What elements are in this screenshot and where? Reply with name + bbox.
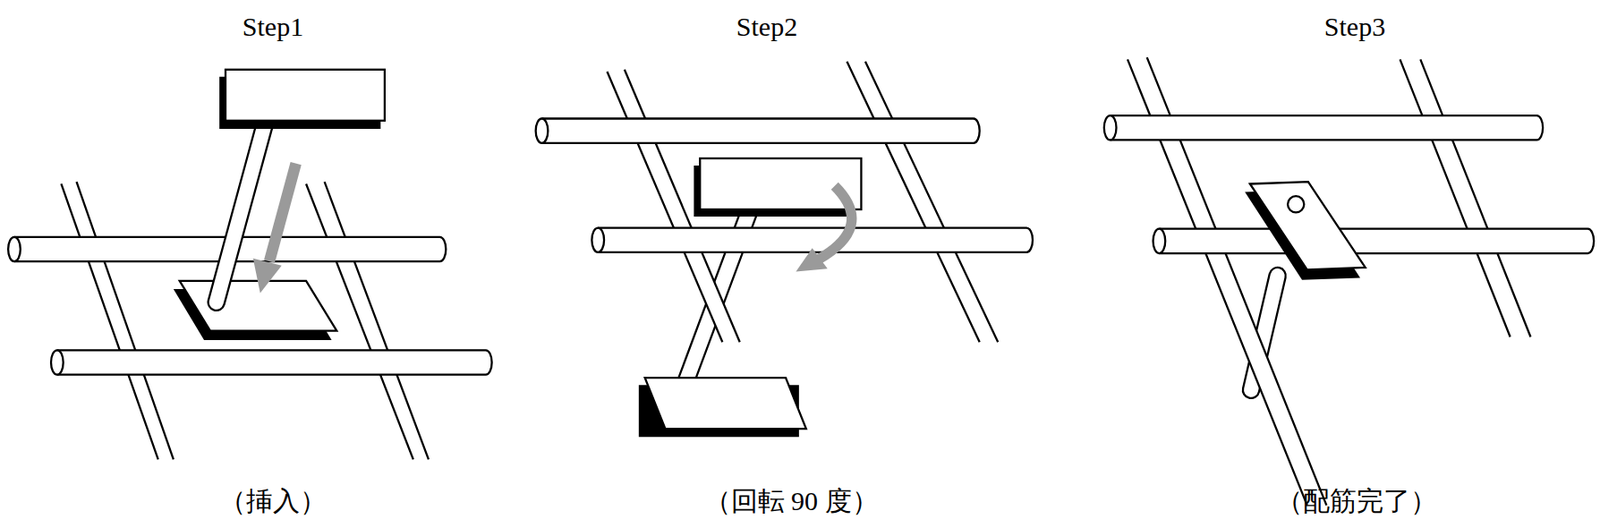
diagonal-bar bbox=[1400, 59, 1532, 337]
plate-hole bbox=[1287, 195, 1304, 213]
step-heading: Step1 bbox=[242, 10, 304, 43]
bar-edge bbox=[1400, 59, 1511, 337]
bar-end bbox=[8, 237, 21, 262]
bar-end bbox=[536, 119, 549, 144]
bar-end bbox=[51, 349, 64, 375]
step2-figure bbox=[536, 61, 1033, 438]
bar-edge bbox=[60, 183, 158, 460]
anchor-plate bbox=[645, 377, 807, 429]
step-heading: Step2 bbox=[736, 10, 798, 43]
horizontal-bar bbox=[1158, 229, 1594, 254]
insert-arrow bbox=[269, 163, 297, 262]
bar-end bbox=[1153, 229, 1166, 254]
step1-figure bbox=[8, 69, 493, 460]
bar-edge bbox=[865, 61, 998, 343]
horizontal-bar bbox=[542, 119, 980, 144]
step-caption: （回転 90 度） bbox=[704, 485, 879, 518]
step-caption: （挿入） bbox=[219, 485, 327, 518]
anchor-plate bbox=[225, 69, 385, 121]
horizontal-bar bbox=[57, 349, 493, 375]
arrow-head bbox=[795, 247, 827, 272]
diagonal-bar bbox=[60, 181, 173, 460]
step-heading: Step3 bbox=[1324, 10, 1386, 43]
anchor-plate bbox=[1250, 181, 1366, 270]
horizontal-bar bbox=[597, 228, 1033, 253]
diagonal-bar bbox=[846, 61, 998, 343]
arrow-head bbox=[253, 258, 282, 294]
bar-end bbox=[591, 228, 605, 253]
bar-edge bbox=[76, 181, 174, 460]
anchor-plate bbox=[179, 280, 338, 332]
bar-edge bbox=[324, 181, 429, 460]
step3-figure bbox=[1104, 57, 1594, 506]
bar-edge bbox=[1420, 59, 1531, 337]
rotate-arrow bbox=[818, 186, 852, 260]
step-caption: （配筋完了） bbox=[1276, 485, 1438, 518]
bar-edge bbox=[846, 61, 979, 343]
horizontal-bar bbox=[1110, 115, 1543, 140]
bar-end bbox=[1104, 115, 1117, 140]
